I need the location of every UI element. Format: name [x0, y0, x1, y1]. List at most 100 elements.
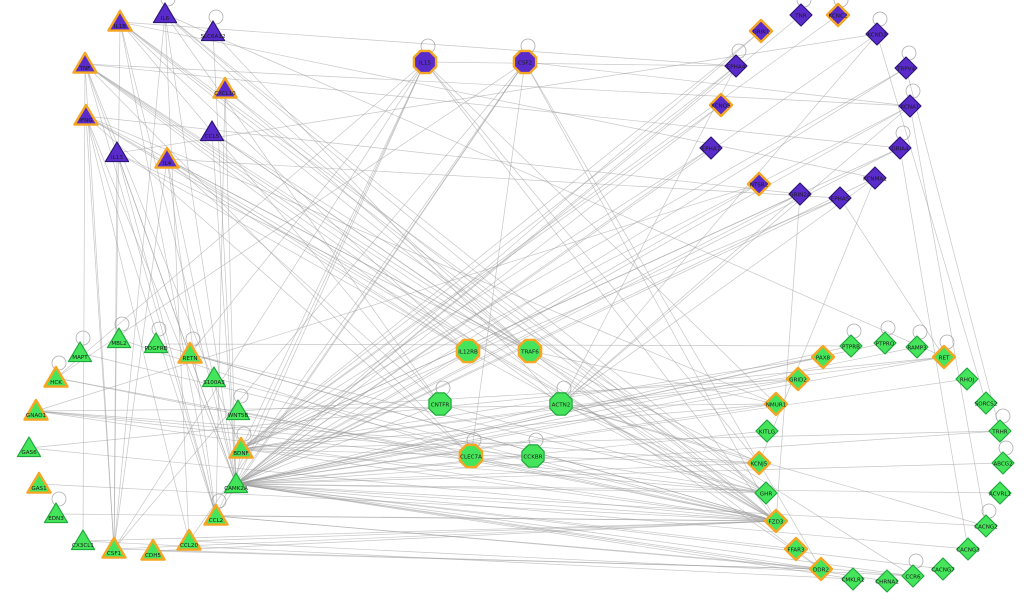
node-IL1B[interactable]: IL1B [107, 9, 133, 32]
node-KCNMA1[interactable]: KCNMA1 [863, 166, 887, 190]
node-RETN[interactable]: RETN [177, 341, 203, 364]
node-SORCS2[interactable]: SORCS2 [974, 391, 998, 415]
node-KCNJ5[interactable]: KCNJ5 [746, 450, 772, 476]
node-IL4[interactable]: IL4 [154, 146, 180, 169]
node-CCL2[interactable]: CCL2 [203, 503, 229, 526]
diamond-shape [988, 419, 1012, 443]
edge-IL13-TRAF6 [116, 152, 531, 352]
node-CCL20[interactable]: CCL20 [176, 528, 202, 551]
node-KCNQ5[interactable]: KCNQ5 [708, 92, 734, 118]
edge-EPHA4-BDNF [240, 65, 737, 450]
node-CACNG2[interactable]: CACNG2 [974, 514, 998, 538]
node-TNF[interactable]: TNF [72, 51, 98, 74]
node-CX3CL1[interactable]: CX3CL1 [70, 529, 96, 551]
node-TNR[interactable]: TNR [789, 3, 813, 27]
node-GRIN2A[interactable]: GRIN2A [788, 182, 812, 206]
node-RAMP3[interactable]: RAMP3 [905, 335, 929, 359]
node-TRPV4[interactable]: TRPV4 [894, 56, 918, 80]
node-EPHA4[interactable]: EPHA4 [724, 54, 748, 78]
node-ACVRL1[interactable]: ACVRL1 [988, 481, 1012, 505]
edge-KCNMA1-ACTN2 [560, 177, 876, 405]
node-IL6[interactable]: IL6 [152, 2, 178, 24]
diamond-shape [888, 136, 912, 160]
node-ACTN2[interactable]: ACTN2 [549, 392, 573, 416]
node-S100A3[interactable]: S100A3 [201, 366, 227, 388]
node-CCKBR[interactable]: CCKBR [521, 444, 545, 468]
node-CNTFR[interactable]: CNTFR [428, 392, 452, 416]
node-PTPRO[interactable]: PTPRO [873, 331, 897, 355]
edge-CCKBR-GHR [532, 455, 767, 494]
triangle-shape [176, 528, 202, 551]
self-loop-CACNG2 [981, 503, 997, 519]
diamond-shape [746, 450, 772, 476]
edge-IL15-CAMK2A [235, 61, 426, 485]
diamond-shape [763, 391, 789, 417]
edge-BDNF-FZD3 [240, 448, 777, 522]
diamond-shape [894, 56, 918, 80]
diamond-shape [810, 344, 836, 370]
edge-WNT5B-FZD3 [237, 410, 777, 522]
edge-IL15-NMUR1 [424, 61, 777, 405]
node-CACNG3[interactable]: CACNG3 [956, 537, 980, 561]
node-RET[interactable]: RET [931, 344, 957, 370]
node-GRIK1[interactable]: GRIK1 [748, 18, 774, 44]
edge-IL15-CCL2 [215, 61, 426, 517]
node-GAS1[interactable]: GAS1 [26, 471, 52, 494]
edge-ACTN2-CACNG2 [560, 403, 987, 527]
node-FFAR3[interactable]: FFAR3 [783, 536, 809, 562]
node-SLC6A12[interactable]: SLC6A12 [200, 20, 226, 42]
edge-PDGFRB-PTPRB [155, 343, 852, 347]
node-CLEC7A[interactable]: CLEC7A [458, 443, 484, 469]
edge-CAMK2A-GHR [235, 483, 767, 494]
edge-KCNA1-CACNG2 [909, 105, 987, 527]
node-EDN3[interactable]: EDN3 [43, 502, 69, 524]
node-ABCG2[interactable]: ABCG2 [991, 451, 1015, 475]
diamond-shape [708, 92, 734, 118]
triangle-shape [143, 332, 169, 354]
nodes-layer: IL1BIL6SLC6A12TNFCXCL10IFNGCCL5IL13IL4IL… [16, 2, 1015, 593]
edge-TNF-CX3CL1 [82, 63, 86, 542]
triangle-shape [43, 365, 69, 388]
node-PTPRB[interactable]: PTPRB [839, 334, 863, 358]
edge-CCL20-FZD3 [188, 520, 777, 542]
node-GNAO1[interactable]: GNAO1 [23, 398, 49, 421]
node-MAPT[interactable]: MAPT [67, 341, 93, 363]
edge-EPHA4-ACTN2 [560, 65, 737, 405]
edge-IL15-EPHA4 [424, 61, 737, 67]
node-HCK[interactable]: HCK [43, 365, 69, 388]
node-CSF2[interactable]: CSF2 [512, 49, 538, 75]
node-TRHR[interactable]: TRHR [988, 419, 1012, 443]
node-KCNC2[interactable]: KCNC2 [825, 2, 851, 28]
edge-CAMK2A-CHRNA1 [235, 483, 888, 582]
self-loop-PTPRB [846, 323, 862, 339]
edge-IL13-CSF1 [113, 152, 118, 550]
edge-CAMK2A-KITLG [235, 430, 768, 485]
node-RHOJ[interactable]: RHOJ [955, 367, 979, 391]
node-CSF1[interactable]: CSF1 [101, 536, 127, 559]
node-IFNG[interactable]: IFNG [73, 103, 99, 126]
edge-RETN-FZD3 [189, 353, 777, 522]
edge-IL13-IL12RB [116, 152, 469, 352]
node-NTSR2[interactable]: NTSR2 [746, 171, 772, 197]
node-GAS6[interactable]: GAS6 [16, 436, 42, 458]
edge-NTSR2-CAMK2A [235, 183, 760, 485]
node-EPHA5[interactable]: EPHA5 [828, 186, 852, 210]
node-IL12RB[interactable]: IL12RB [455, 338, 481, 364]
node-GRIA4[interactable]: GRIA4 [888, 136, 912, 160]
node-FZD3[interactable]: FZD3 [763, 508, 789, 534]
node-KCND3[interactable]: KCND3 [865, 22, 889, 46]
octagon-shape [455, 338, 481, 364]
triangle-shape [107, 9, 133, 32]
node-WNT5B[interactable]: WNT5B [225, 399, 251, 421]
node-KITLG[interactable]: KITLG [755, 419, 779, 443]
node-CACNG7[interactable]: CACNG7 [931, 557, 955, 581]
diamond-shape [808, 556, 834, 582]
node-CCR6[interactable]: CCR6 [901, 564, 925, 588]
node-IL15[interactable]: IL15 [412, 49, 438, 75]
node-GHR[interactable]: GHR [754, 481, 778, 505]
edge-CSF2-HCK [55, 61, 526, 379]
edge-SLC6A12-ACTN2 [212, 31, 562, 405]
node-TRAF6[interactable]: TRAF6 [517, 338, 543, 364]
